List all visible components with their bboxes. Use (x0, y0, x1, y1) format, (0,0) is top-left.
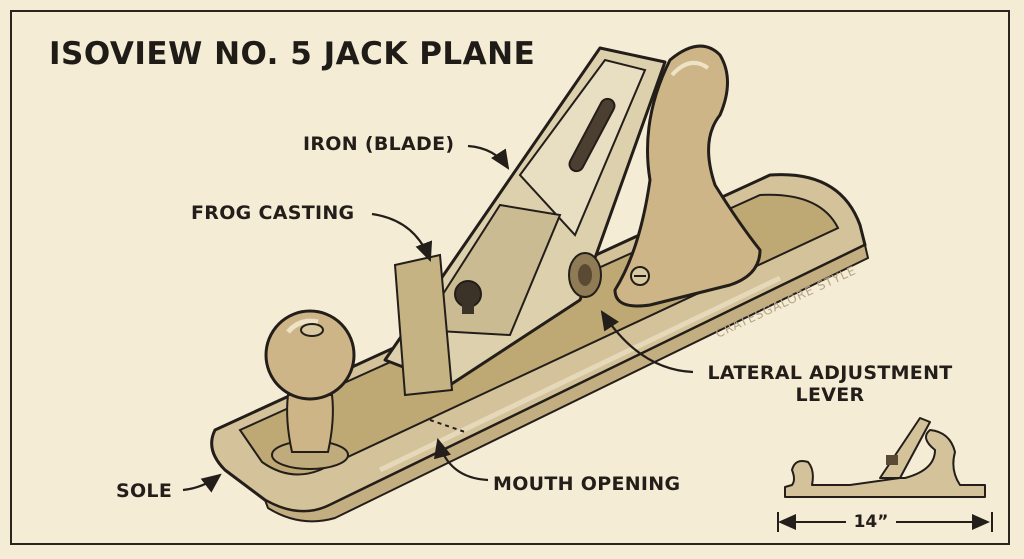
lateral-leader-arrow (600, 310, 694, 374)
dimension-line (777, 512, 993, 532)
rear-handle (613, 44, 762, 308)
lateral-adjustment-wheel (568, 252, 602, 298)
border-frame (10, 10, 1010, 545)
iron-leader-arrow (467, 144, 510, 170)
label-lateral-line2: LEVER (795, 384, 865, 406)
mouth-leader-arrow (433, 437, 489, 482)
label-lateral-adjustment: LATERAL ADJUSTMENT LEVER (694, 362, 966, 406)
label-sole: SOLE (116, 480, 173, 502)
sole-leader-arrow (182, 473, 222, 493)
dimension-label: 14” (846, 512, 896, 532)
label-iron-blade: IRON (BLADE) (303, 133, 455, 155)
label-mouth-opening: MOUTH OPENING (493, 473, 681, 495)
front-knob (264, 309, 356, 470)
frog-leader-arrow (371, 212, 433, 263)
label-frog-casting: FROG CASTING (191, 202, 355, 224)
profile-silhouette (784, 417, 986, 498)
label-lateral-line1: LATERAL ADJUSTMENT (707, 362, 953, 384)
page-title: ISOVIEW NO. 5 JACK PLANE (49, 36, 536, 72)
